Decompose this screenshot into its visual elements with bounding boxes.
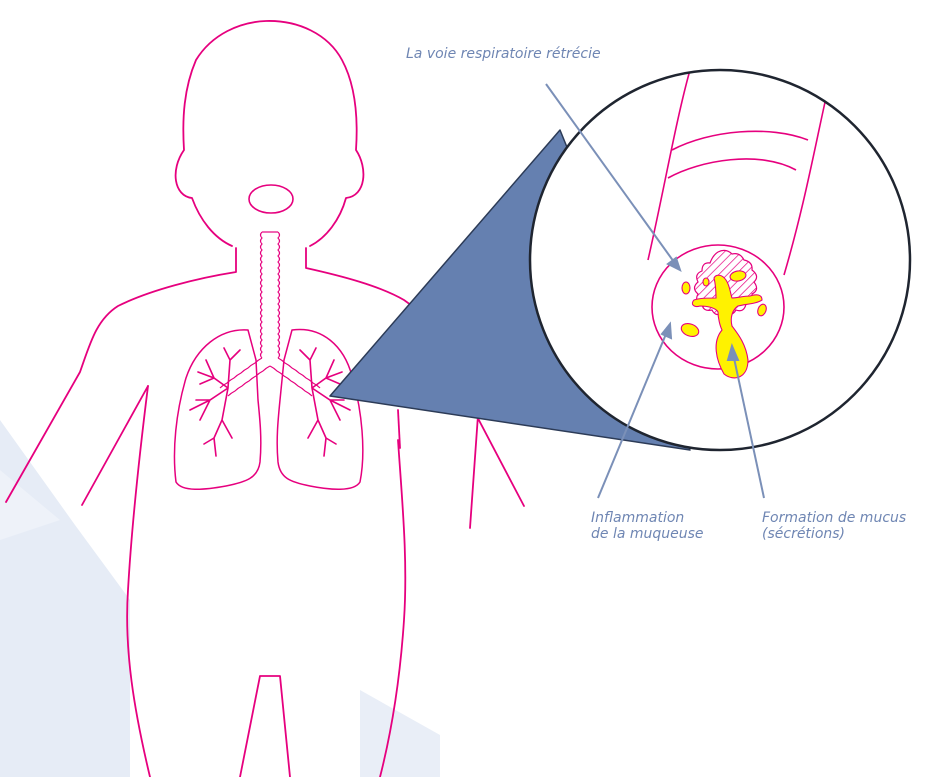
background-shapes bbox=[0, 420, 440, 777]
label-mucus: Formation de mucus (sécrétions) bbox=[762, 510, 906, 542]
trachea bbox=[220, 232, 320, 396]
label-inflammation-line1: Inflammation bbox=[591, 510, 704, 526]
right-lung bbox=[174, 330, 260, 489]
label-inflammation-line2: de la muqueuse bbox=[591, 526, 704, 542]
label-mucus-line1: Formation de mucus bbox=[762, 510, 906, 526]
mouth-shape bbox=[249, 185, 293, 213]
bronchial-tree bbox=[190, 348, 350, 456]
label-narrowed-airway-text: La voie respiratoire rétrécie bbox=[406, 46, 601, 62]
label-mucus-line2: (sécrétions) bbox=[762, 526, 906, 542]
label-inflammation: Inflammation de la muqueuse bbox=[591, 510, 704, 542]
label-narrowed-airway: La voie respiratoire rétrécie bbox=[406, 46, 601, 62]
